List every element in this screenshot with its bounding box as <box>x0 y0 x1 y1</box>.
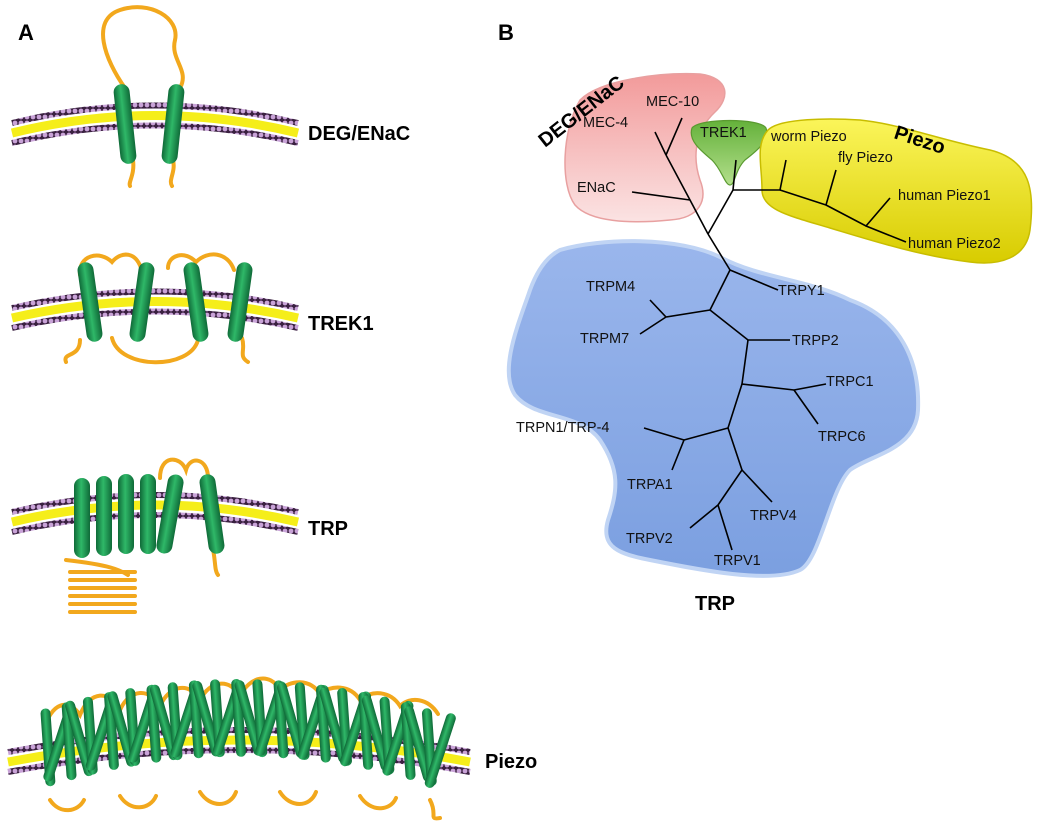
piezo-helix <box>65 700 94 777</box>
piezo-helix <box>61 702 77 781</box>
piezo-helix <box>424 713 456 788</box>
trek1-region <box>690 119 768 186</box>
trp-helix <box>140 474 156 554</box>
panel-a-label: A <box>18 20 34 45</box>
deg-enac-loop <box>101 5 185 188</box>
trp-helix <box>96 476 112 556</box>
deg-enac-helix <box>161 84 185 164</box>
leaf-trpc1: TRPC1 <box>826 374 874 390</box>
piezo-helix <box>104 692 119 770</box>
leaf-human-piezo1: human Piezo1 <box>898 188 991 204</box>
leaf-trpa1: TRPA1 <box>627 477 673 493</box>
tree-branch <box>865 225 907 243</box>
leaf-trpy1: TRPY1 <box>778 283 825 299</box>
trp-schematic: TRP <box>10 457 348 614</box>
leaf-human-piezo2: human Piezo2 <box>908 236 1001 252</box>
group-label-trp: TRP <box>695 593 735 615</box>
phylogenetic-tree <box>631 117 907 551</box>
leaf-trpv2: TRPV2 <box>626 531 673 547</box>
leaf-trpm4: TRPM4 <box>586 279 635 295</box>
tree-branch <box>729 269 779 291</box>
leaf-fly-piezo: fly Piezo <box>838 150 893 166</box>
piezo-helix <box>146 684 162 763</box>
trp-helix <box>118 474 134 554</box>
trek1-membrane <box>10 288 300 331</box>
trp-loop <box>64 457 220 614</box>
leaf-trpp2: TRPP2 <box>792 333 839 349</box>
leaf-enac: ENaC <box>577 180 616 196</box>
channel-label-deg-enac: DEG/ENaC <box>308 123 410 145</box>
piezo-helix <box>400 702 416 780</box>
leaf-trek1: TREK1 <box>700 125 747 141</box>
piezo-helix <box>149 684 179 761</box>
trp-helix <box>156 474 184 554</box>
leaf-mec10: MEC-10 <box>646 94 699 110</box>
trek1-helix <box>129 262 155 342</box>
piezo-helix <box>316 684 331 763</box>
piezo-helix <box>107 691 137 767</box>
piezo-helix <box>358 691 374 770</box>
tree-branch <box>741 469 773 503</box>
piezo-helix <box>231 678 247 757</box>
tree-branch <box>631 191 691 201</box>
piezo-schematic: Piezo <box>7 676 537 821</box>
leaf-mec4: MEC-4 <box>583 115 628 131</box>
trek1-schematic: TREK1 <box>10 252 374 365</box>
piezo-region <box>759 118 1033 264</box>
leaf-trpv1: TRPV1 <box>714 553 761 569</box>
panel-b-label: B <box>498 20 514 45</box>
leaf-trpn1: TRPN1/TRP-4 <box>516 420 609 436</box>
leaf-trpc6: TRPC6 <box>818 429 866 445</box>
deg-enac-schematic: DEG/ENaC <box>10 5 410 188</box>
trek1-helix <box>77 262 103 342</box>
piezo-helix <box>188 680 204 759</box>
leaf-worm-piezo: worm Piezo <box>770 129 847 145</box>
piezo-helix <box>273 680 289 759</box>
channel-label-trek1: TREK1 <box>308 313 374 335</box>
deg-enac-membrane <box>10 102 300 146</box>
trp-helix <box>199 474 225 554</box>
trek1-helix <box>183 262 209 342</box>
piezo-helix-bundle <box>40 678 456 788</box>
trp-helix <box>74 478 90 558</box>
tree-branch <box>793 383 827 425</box>
trp-region <box>506 239 921 578</box>
tree-branch <box>643 427 685 471</box>
leaf-trpv4: TRPV4 <box>750 508 797 524</box>
trek1-helix <box>227 262 253 342</box>
channel-label-trp: TRP <box>308 518 348 540</box>
leaf-trpm7: TRPM7 <box>580 331 629 347</box>
tree-branch <box>689 504 733 551</box>
trek1-loop <box>63 252 250 365</box>
tree-branch <box>654 117 683 156</box>
channel-label-piezo: Piezo <box>485 751 537 773</box>
tree-branch <box>639 299 711 335</box>
deg-enac-helix <box>113 84 137 164</box>
deg-enac-region <box>564 72 726 223</box>
